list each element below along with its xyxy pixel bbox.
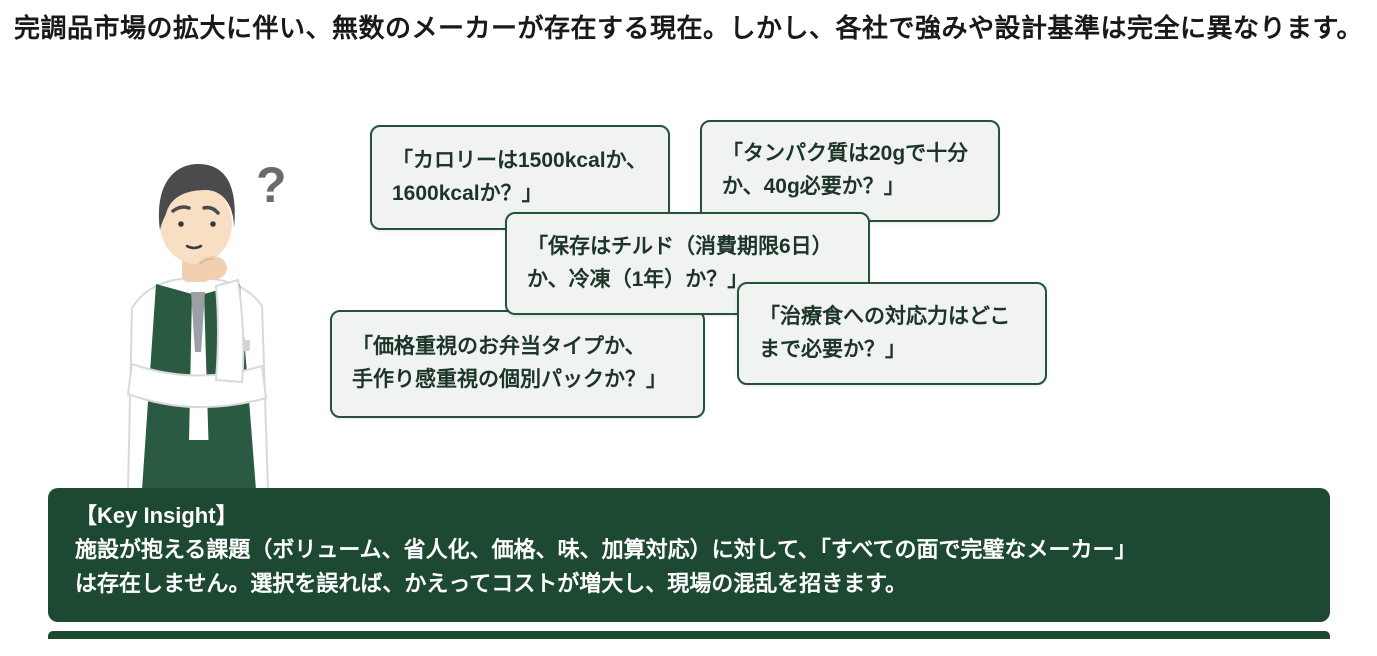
headline: 完調品市場の拡大に伴い、無数のメーカーが存在する現在。しかし、各社で強みや設計基…	[14, 13, 1363, 43]
cropped-next-box-edge	[48, 631, 1330, 639]
question-mark-icon: ?	[256, 157, 287, 213]
thinking-person-illustration: ?	[70, 140, 310, 491]
bubble-price: 「価格重視のお弁当タイプか、 手作り感重視の個別パックか？」	[330, 310, 705, 418]
bubble-price-text: 「価格重視のお弁当タイプか、 手作り感重視の個別パックか？」	[352, 335, 667, 391]
thinking-person-svg: ?	[126, 157, 287, 491]
key-insight-body: 施設が抱える課題（ボリューム、省人化、価格、味、加算対応）に対して、「すべての面…	[75, 537, 1137, 597]
bubble-protein-text: 「タンパク質は20gで十分 か、40g必要か？」	[722, 142, 969, 198]
bubble-calorie-text: 「カロリーは1500kcalか、 1600kcalか？」	[392, 148, 648, 205]
bubble-therapy: 「治療食への対応力はどこ まで必要か？」	[737, 282, 1047, 385]
bubble-therapy-text: 「治療食への対応力はどこ まで必要か？」	[759, 304, 1011, 361]
bubble-storage: 「保存はチルド（消費期限6日） か、冷凍（1年）か？」	[505, 212, 870, 315]
key-insight-box: 【Key Insight】 施設が抱える課題（ボリューム、省人化、価格、味、加算…	[48, 488, 1330, 622]
bubble-storage-text: 「保存はチルド（消費期限6日） か、冷凍（1年）か？」	[527, 234, 833, 291]
key-insight-title: 【Key Insight】	[75, 503, 238, 528]
bubble-protein: 「タンパク質は20gで十分 か、40g必要か？」	[700, 120, 1000, 222]
